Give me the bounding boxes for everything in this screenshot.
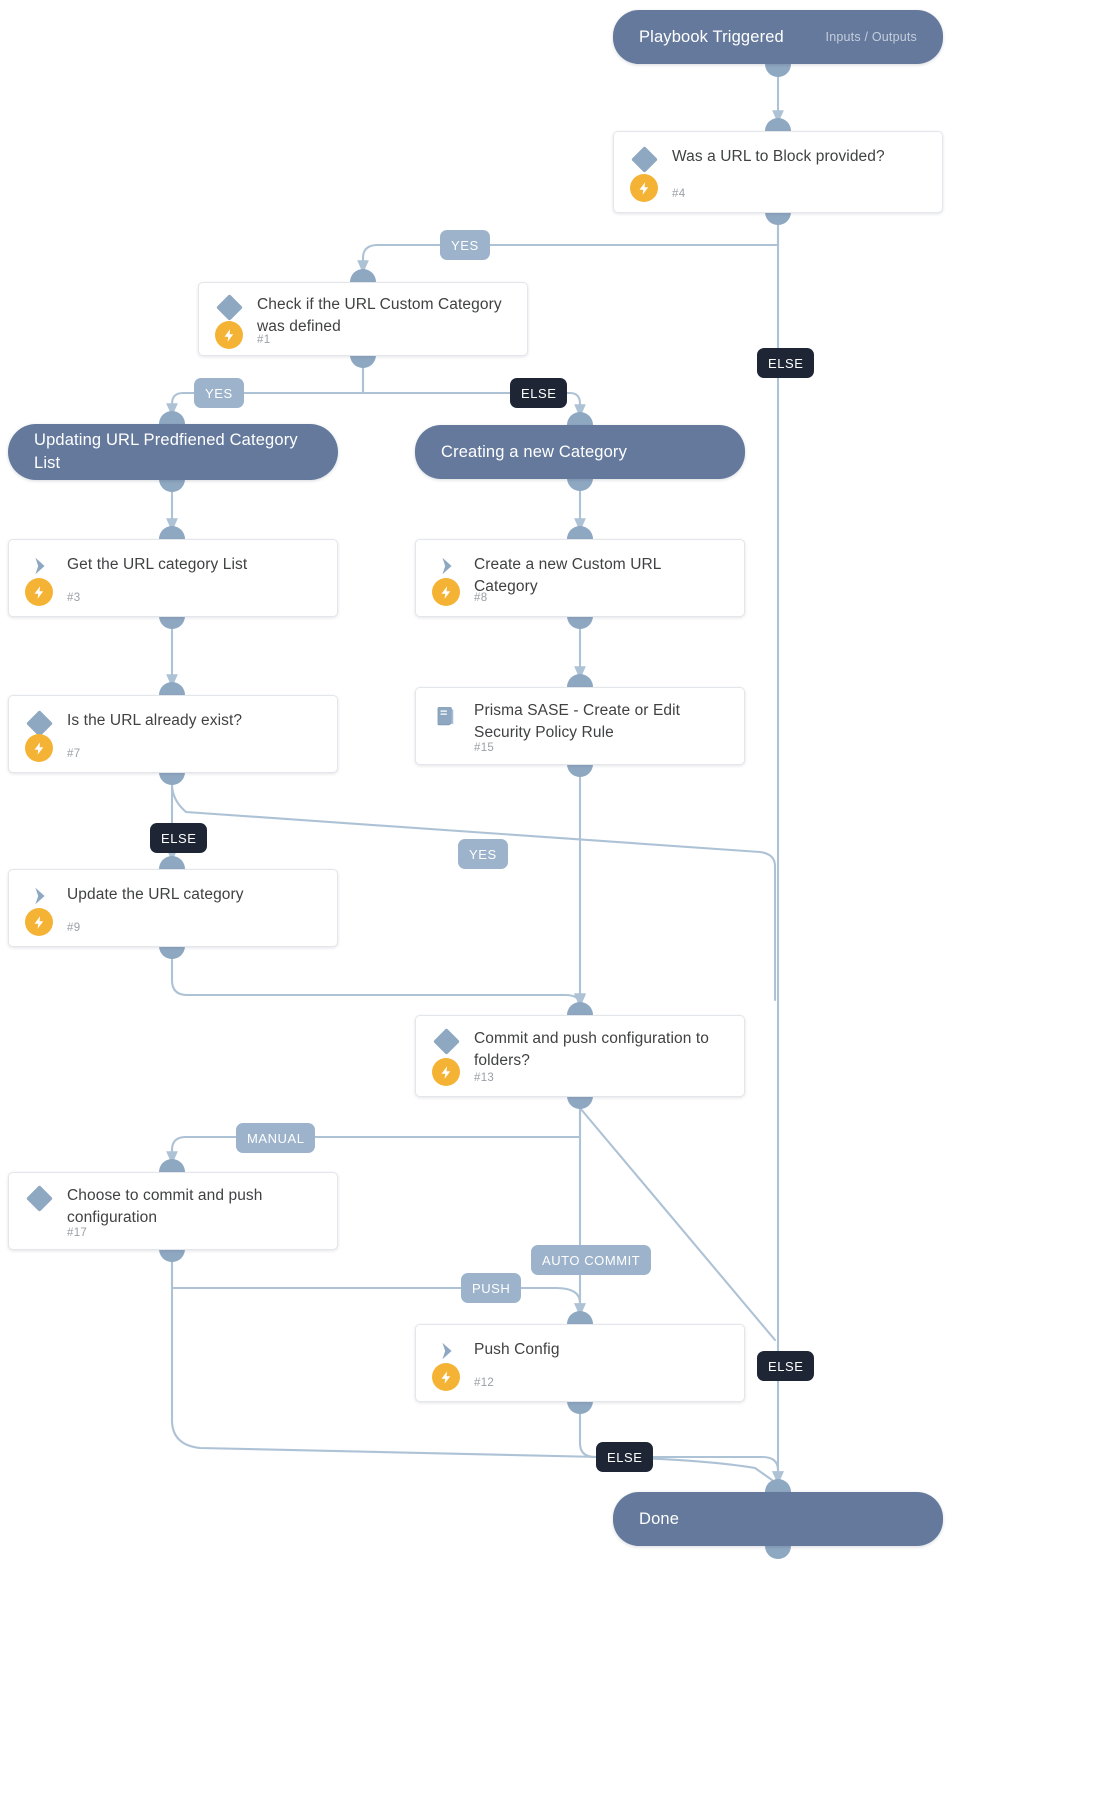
socket-n4-out [765, 212, 791, 225]
socket-n12-in [567, 1311, 593, 1324]
socket-n17-in [159, 1159, 185, 1172]
node-label: Commit and push configuration to folders… [474, 1030, 709, 1069]
node-label: Is the URL already exist? [67, 712, 243, 729]
node-label: Get the URL category List [67, 556, 248, 573]
node-task-id: #9 [67, 922, 81, 934]
socket-seccre-out [567, 478, 593, 491]
socket-start-out [765, 64, 791, 77]
node-create-a-new-custom-url-category[interactable]: Create a new Custom URL Category #8 [415, 539, 745, 617]
node-task-id: #7 [67, 748, 81, 760]
automation-bolt-icon [25, 908, 53, 936]
node-get-the-url-category-list[interactable]: Get the URL category List #3 [8, 539, 338, 617]
diamond-icon [433, 1028, 460, 1055]
node-label: Create a new Custom URL Category [474, 556, 661, 595]
socket-n17-out [159, 1249, 185, 1262]
chevron-icon [29, 885, 51, 909]
branch-label-else-n1[interactable]: ELSE [510, 378, 568, 408]
socket-n8-out [567, 616, 593, 629]
automation-bolt-icon [25, 734, 53, 762]
socket-n1-out [350, 355, 376, 368]
automation-bolt-icon [432, 578, 460, 606]
branch-label-yes-n7[interactable]: YES [458, 839, 508, 869]
node-check-url-custom-category-defined[interactable]: Check if the URL Custom Category was def… [198, 282, 528, 356]
section-updating-url-predefined-category-list[interactable]: Updating URL Predfiened Category List [8, 424, 338, 480]
node-task-id: #8 [474, 592, 488, 604]
node-task-id: #1 [257, 334, 271, 346]
edge-n13-manual-n17 [166, 1106, 582, 1165]
diamond-icon [26, 1185, 53, 1212]
edge-n13-else-right [578, 1106, 777, 1342]
socket-n13-in [567, 1002, 593, 1015]
branch-label-yes-n4[interactable]: YES [440, 230, 490, 260]
edge-n4-yes-n1 [357, 222, 780, 274]
node-label: Push Config [474, 1341, 560, 1358]
edge-n9-to-n13 [170, 956, 586, 1007]
branch-label-manual[interactable]: MANUAL [236, 1123, 316, 1153]
node-choose-to-commit-and-push-configuration[interactable]: Choose to commit and push configuration … [8, 1172, 338, 1250]
branch-label-push[interactable]: PUSH [461, 1273, 522, 1303]
node-push-config[interactable]: Push Config #12 [415, 1324, 745, 1402]
branch-label-yes-n1[interactable]: YES [194, 378, 244, 408]
node-task-id: #4 [672, 188, 686, 200]
socket-done-out [765, 1546, 791, 1559]
socket-n8-in [567, 526, 593, 539]
socket-done-in [765, 1479, 791, 1492]
socket-n9-in [159, 856, 185, 869]
node-task-id: #17 [67, 1227, 88, 1239]
socket-n3-in [159, 526, 185, 539]
branch-label-else-n7[interactable]: ELSE [150, 823, 208, 853]
branch-label-else-n17[interactable]: ELSE [596, 1442, 654, 1472]
chevron-icon [436, 1340, 458, 1364]
node-done[interactable]: Done [613, 1492, 943, 1546]
node-update-the-url-category[interactable]: Update the URL category #9 [8, 869, 338, 947]
diamond-icon [631, 146, 658, 173]
automation-bolt-icon [25, 578, 53, 606]
node-is-the-url-already-exist[interactable]: Is the URL already exist? #7 [8, 695, 338, 773]
node-label: Done [639, 1509, 680, 1528]
socket-n7-out [159, 772, 185, 785]
node-label: Update the URL category [67, 886, 244, 903]
node-task-id: #13 [474, 1072, 495, 1084]
node-commit-and-push-configuration-to-folders[interactable]: Commit and push configuration to folders… [415, 1015, 745, 1097]
node-task-id: #3 [67, 592, 81, 604]
socket-seccre-in [567, 412, 593, 425]
automation-bolt-icon [432, 1058, 460, 1086]
inputs-outputs-link[interactable]: Inputs / Outputs [825, 30, 917, 44]
automation-bolt-icon [630, 174, 658, 202]
automation-bolt-icon [432, 1363, 460, 1391]
section-creating-a-new-category[interactable]: Creating a new Category [415, 425, 745, 479]
diamond-icon [216, 294, 243, 321]
socket-n15-in [567, 674, 593, 687]
socket-n9-out [159, 946, 185, 959]
socket-n4-in [765, 118, 791, 131]
node-was-url-to-block-provided[interactable]: Was a URL to Block provided? #4 [613, 131, 943, 213]
node-task-id: #15 [474, 742, 495, 754]
socket-n13-out [567, 1096, 593, 1109]
socket-n7-in [159, 682, 185, 695]
socket-n12-out [567, 1401, 593, 1414]
branch-label-else-n13[interactable]: ELSE [757, 1351, 815, 1381]
node-label: Was a URL to Block provided? [672, 148, 885, 165]
node-label: Choose to commit and push configuration [67, 1187, 263, 1226]
socket-secupd-out [159, 479, 185, 492]
node-label: Playbook Triggered [639, 27, 784, 46]
section-label: Updating URL Predfiened Category List [34, 431, 298, 472]
branch-label-else-n4[interactable]: ELSE [757, 348, 815, 378]
chevron-icon [29, 555, 51, 579]
node-label: Check if the URL Custom Category was def… [257, 296, 502, 335]
node-task-id: #12 [474, 1377, 495, 1389]
socket-n15-out [567, 764, 593, 777]
branch-label-auto-commit[interactable]: AUTO COMMIT [531, 1245, 652, 1275]
diamond-icon [26, 710, 53, 737]
section-label: Creating a new Category [441, 442, 627, 461]
socket-n1-in [350, 269, 376, 282]
chevron-icon [436, 555, 458, 579]
node-label: Prisma SASE - Create or Edit Security Po… [474, 702, 681, 741]
socket-secupd-in [159, 411, 185, 424]
node-prisma-sase-create-or-edit-security-policy-rule[interactable]: Prisma SASE - Create or Edit Security Po… [415, 687, 745, 765]
book-icon [434, 704, 458, 728]
node-playbook-triggered[interactable]: Playbook Triggered Inputs / Outputs [613, 10, 943, 64]
automation-bolt-icon [215, 321, 243, 349]
socket-n3-out [159, 616, 185, 629]
